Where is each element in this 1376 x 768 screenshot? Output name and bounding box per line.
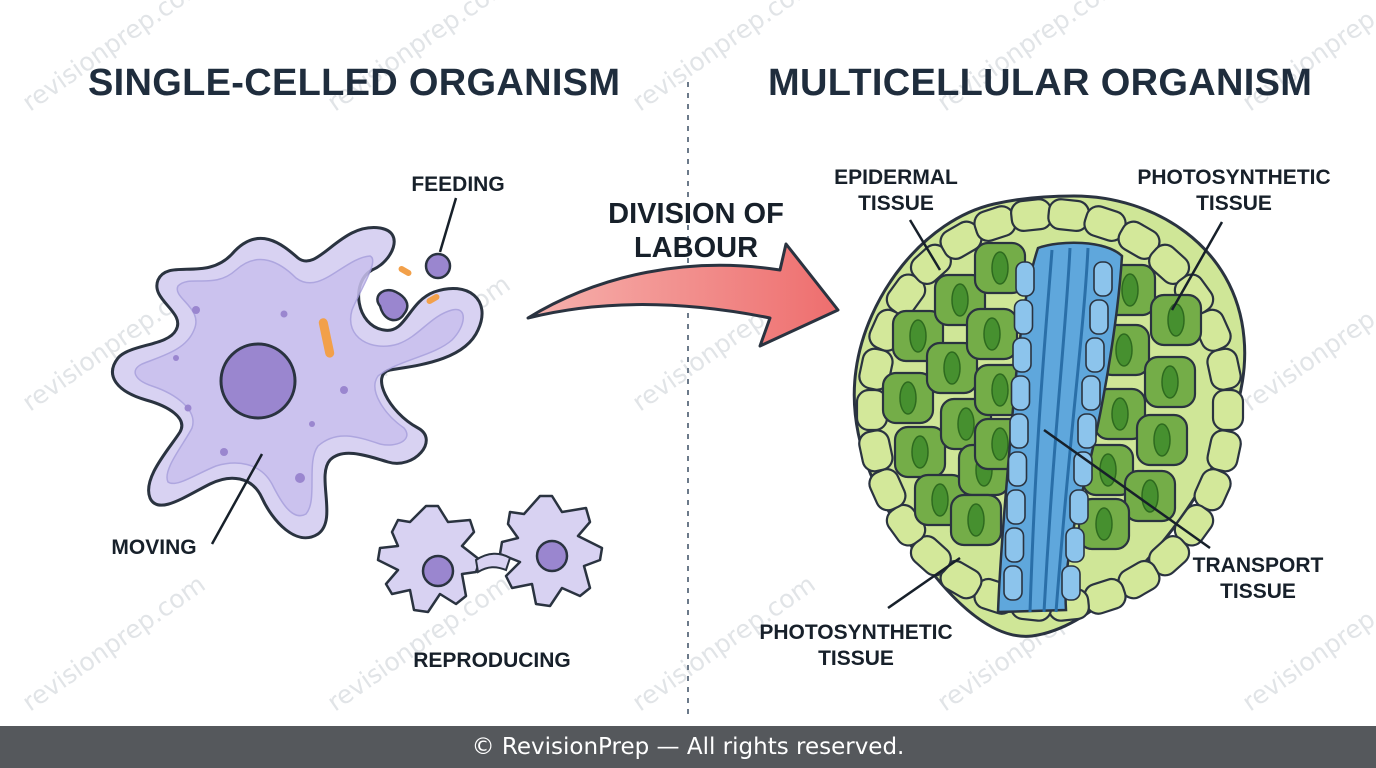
food-crumb-1 [398, 266, 412, 276]
daughter-nucleus-left [421, 554, 455, 588]
moving-leader [210, 453, 264, 545]
photo-top-leader [1170, 221, 1224, 311]
photosynthetic-cell [965, 307, 1019, 361]
heading-multicellular: MULTICELLULAR ORGANISM [768, 62, 1313, 104]
epidermal-cell [1211, 388, 1245, 432]
epidermal-cell [1010, 198, 1053, 232]
transport-cell [1007, 451, 1028, 487]
label-feeding: FEEDING [411, 173, 504, 196]
chloroplast [943, 351, 961, 385]
mitochondrion [318, 318, 335, 358]
photosynthetic-cell [925, 341, 979, 395]
daughter-nucleus-right [535, 539, 569, 573]
transport-cell [1077, 413, 1097, 449]
food-particle [424, 252, 452, 280]
transport-cell [1015, 261, 1035, 297]
transport-cell [1009, 413, 1029, 449]
transport-cell [1069, 489, 1089, 525]
label-transport-line1: TRANSPORT [1193, 554, 1324, 577]
amoeba-granules [173, 306, 348, 483]
transport-cell [1093, 261, 1113, 297]
transport-cell [1010, 375, 1031, 411]
label-transport-line2: TISSUE [1220, 580, 1296, 603]
arrow-label-line2: LABOUR [634, 232, 758, 264]
amoeba-nucleus [219, 342, 297, 420]
photosynthetic-cell [1123, 469, 1177, 523]
transport-cell [1004, 527, 1025, 563]
transport-cell [1065, 527, 1085, 563]
label-photo-top-line2: TISSUE [1196, 192, 1272, 215]
chloroplast [967, 503, 985, 537]
transport-cell [1006, 489, 1026, 525]
photo-bottom-leader [887, 556, 961, 610]
footer-text: © RevisionPrep — All rights reserved. [471, 734, 905, 760]
transport-cell [1081, 375, 1101, 411]
transport-cell [1061, 565, 1081, 601]
xylem-vessel-2 [1042, 247, 1072, 613]
tissue-cross-section [852, 194, 1247, 638]
chloroplast [991, 427, 1009, 461]
label-photo-bottom-line2: TISSUE [818, 647, 894, 670]
label-photo-bottom-line1: PHOTOSYNTHETIC [759, 621, 952, 644]
label-epidermal-line2: TISSUE [858, 192, 934, 215]
chloroplast [991, 251, 1009, 285]
label-moving: MOVING [111, 536, 196, 559]
food-vacuole [376, 289, 409, 322]
chloroplast [1121, 273, 1139, 307]
photosynthetic-cell [1135, 413, 1189, 467]
photosynthetic-cell [893, 425, 947, 479]
transport-cell [1003, 565, 1023, 601]
photosynthetic-cell [1143, 355, 1197, 409]
chloroplast [1111, 397, 1129, 431]
amoeba-cell [111, 226, 484, 540]
food-crumb-2 [426, 294, 440, 304]
transport-cell [1085, 337, 1105, 373]
chloroplast [1115, 333, 1133, 367]
photosynthetic-cell [949, 493, 1003, 547]
epidermal-leader [908, 219, 942, 271]
chloroplast [1167, 303, 1185, 337]
xylem-vessel-1 [1028, 249, 1054, 613]
epidermal-cell [1047, 198, 1090, 232]
transport-bundle [996, 241, 1124, 614]
division-arrow [526, 242, 840, 348]
photosynthetic-cell [881, 371, 935, 425]
chloroplast [899, 381, 917, 415]
chloroplast [909, 319, 927, 353]
transport-cell [1012, 337, 1032, 373]
chloroplast [1141, 479, 1159, 513]
daughter-cells [376, 494, 604, 614]
epidermal-cell [1206, 347, 1242, 391]
label-epidermal-line1: EPIDERMAL [834, 166, 958, 189]
heading-single-celled: SINGLE-CELLED ORGANISM [88, 62, 621, 104]
watermark-text: revisionprep.com [1237, 269, 1376, 417]
amoeba-inner-membrane [134, 255, 464, 517]
transport-leader [1043, 428, 1211, 550]
watermark-text: revisionprep.com [17, 569, 211, 717]
chloroplast [983, 317, 1001, 351]
transport-cell [1089, 299, 1109, 335]
label-reproducing: REPRODUCING [413, 649, 571, 672]
label-photo-top-line1: PHOTOSYNTHETIC [1137, 166, 1330, 189]
xylem-vessel-3 [1054, 247, 1090, 613]
copyright-footer: © RevisionPrep — All rights reserved. [0, 726, 1376, 768]
transport-cell [1013, 299, 1034, 335]
chloroplast [1095, 507, 1113, 541]
feeding-leader [438, 197, 458, 253]
chloroplast [1153, 423, 1171, 457]
chloroplast [957, 407, 975, 441]
photosynthetic-cell [1149, 293, 1203, 347]
chloroplast [911, 435, 929, 469]
chloroplast [931, 483, 949, 517]
photosynthetic-layer [881, 241, 1203, 551]
division-bridge [474, 552, 512, 574]
epidermal-cell [858, 429, 894, 473]
transport-cells [1003, 261, 1113, 601]
chloroplast [991, 373, 1009, 407]
photosynthetic-cell [973, 241, 1027, 295]
chloroplast [951, 283, 969, 317]
chloroplast [1161, 365, 1179, 399]
arrow-label-line1: DIVISION OF [608, 198, 784, 230]
